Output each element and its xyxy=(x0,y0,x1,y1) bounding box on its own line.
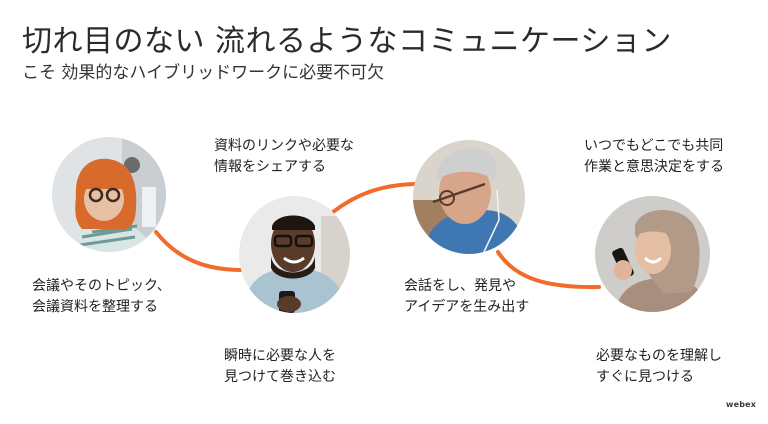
person-photo-3 xyxy=(413,140,525,254)
caption-generate-ideas: 会話をし、発見や アイデアを生み出す xyxy=(404,278,530,315)
person-photo-4 xyxy=(595,196,710,312)
caption-collaborate-anywhere: いつでもどこでも共同 作業と意思決定をする xyxy=(584,138,724,175)
caption-organize-meetings: 会議やそのトピック、 会議資料を整理する xyxy=(32,278,171,315)
caption-share-links: 資料のリンクや必要な 情報をシェアする xyxy=(214,138,354,175)
person-photo-man-phone-icon xyxy=(239,196,350,313)
person-photo-woman-glasses-icon xyxy=(52,137,166,252)
caption-find-people: 瞬時に必要な人を 見つけて巻き込む xyxy=(224,348,336,385)
person-photo-1 xyxy=(52,137,166,252)
caption-find-quickly: 必要なものを理解し すぐに見つける xyxy=(596,348,722,385)
person-photo-woman-hijab-phone-icon xyxy=(595,196,710,312)
person-photo-older-man-earphones-icon xyxy=(413,140,525,254)
slide-subtitle: こそ 効果的なハイブリッドワークに必要不可欠 xyxy=(22,63,385,83)
webex-logo: webex xyxy=(726,400,757,409)
slide-title: 切れ目のない 流れるようなコミュニケーション xyxy=(22,24,672,59)
person-photo-2 xyxy=(239,196,350,313)
